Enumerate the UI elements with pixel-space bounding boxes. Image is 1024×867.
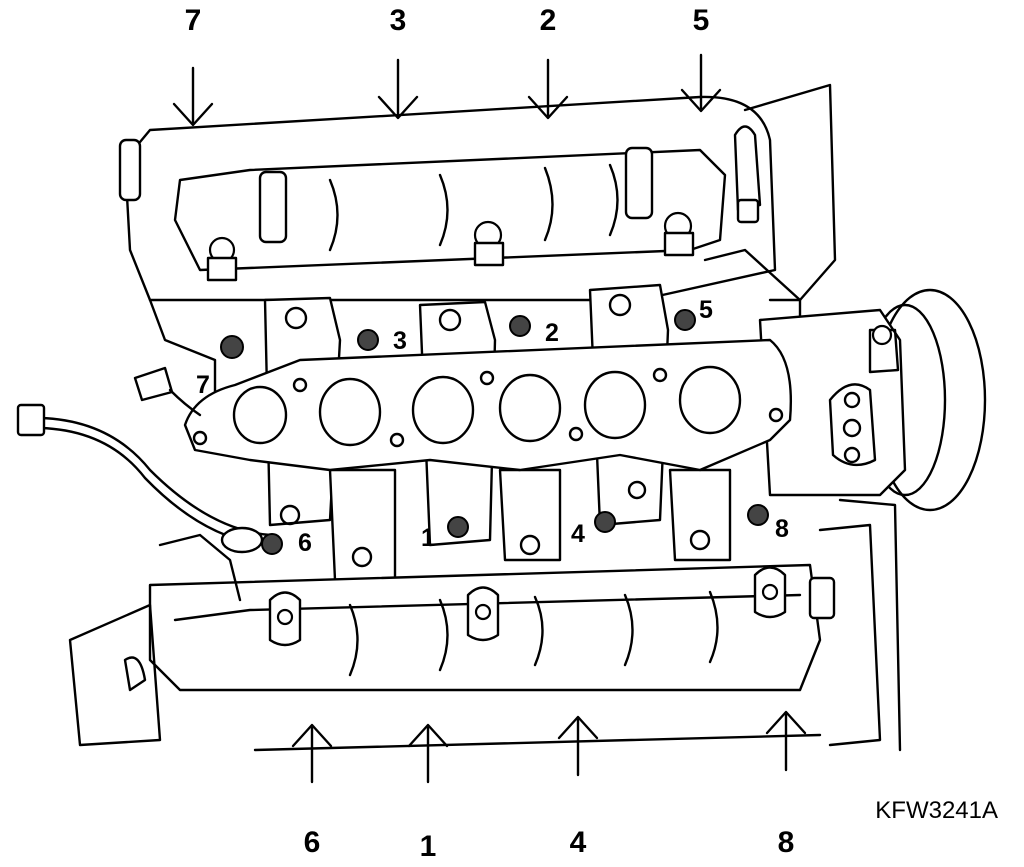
valve-cover (118, 95, 777, 302)
nut-2 (509, 315, 531, 337)
bottom-arrow-label: 6 (304, 826, 321, 859)
bolt-label-4: 4 (571, 520, 585, 548)
sensor-harness (16, 366, 272, 547)
top-arrow-3 (527, 58, 569, 120)
pulley (758, 288, 987, 512)
top-arrow-label: 2 (540, 4, 557, 37)
bottom-arrow-label: 4 (570, 826, 587, 859)
bottom-arrow-1 (291, 723, 333, 784)
nut-6 (261, 533, 283, 555)
bolt-label-1: 1 (421, 524, 435, 552)
top-arrow-4 (680, 53, 722, 113)
lower-block (68, 498, 902, 752)
manifold-nuts (220, 309, 769, 555)
manifold-flange (183, 338, 792, 472)
bottom-arrow-4 (765, 710, 807, 772)
top-arrow-label: 7 (185, 4, 202, 37)
nut-7 (220, 335, 244, 359)
top-arrow-group (172, 53, 722, 127)
top-arrow-label: 5 (693, 4, 710, 37)
cylinder-head (148, 83, 837, 422)
bolt-label-2: 2 (545, 319, 559, 347)
figure-code: KFW3241A (875, 797, 998, 824)
nut-8 (747, 504, 769, 526)
nut-5 (674, 309, 696, 331)
bottom-arrow-label: 8 (778, 826, 795, 859)
top-arrow-label: 3 (390, 4, 407, 37)
nut-1 (447, 516, 469, 538)
bottom-arrow-2 (407, 723, 449, 784)
nut-3 (357, 329, 379, 351)
top-arrow-1 (172, 66, 214, 127)
nut-4 (594, 511, 616, 533)
bolt-label-8: 8 (775, 515, 789, 543)
bottom-arrow-label: 1 (420, 830, 437, 862)
bottom-arrow-3 (557, 715, 599, 777)
bolt-label-7: 7 (196, 371, 210, 399)
bolt-label-6: 6 (298, 529, 312, 557)
bolt-label-3: 3 (393, 327, 407, 355)
bottom-arrow-group (291, 710, 807, 784)
top-arrow-2 (377, 58, 419, 120)
bolt-label-5: 5 (699, 296, 713, 324)
